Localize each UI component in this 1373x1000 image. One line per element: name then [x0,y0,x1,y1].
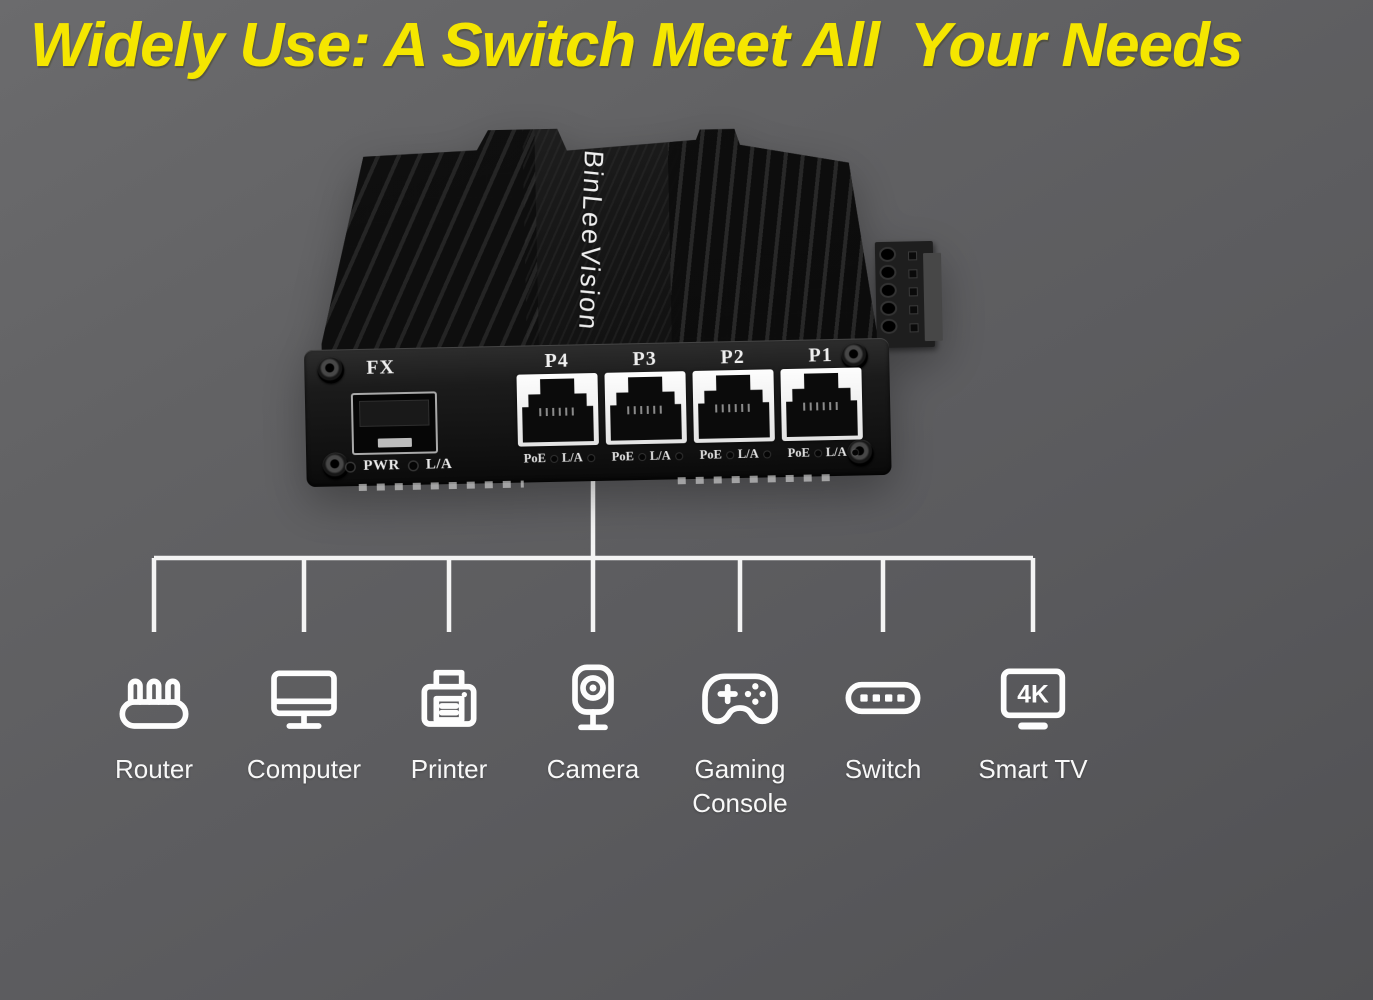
rj45-pins [627,406,664,415]
device-label: Router [114,754,194,784]
poe-led [726,451,733,458]
port-indicators: PoE L/A [612,448,682,464]
rj45-bezel [516,372,599,447]
la-led [587,454,594,461]
terminal-holes [880,248,896,332]
la-label: L/A [425,456,453,473]
device-label: Printer [410,754,488,784]
camera-icon [553,658,633,738]
terminal-pins [908,252,918,332]
device-item-smart-tv: 4K Smart TV [948,658,1118,787]
port-label: P3 [632,347,658,371]
pwr-label: PWR [363,457,401,474]
router-icon [114,658,194,738]
la-label: L/A [825,444,847,460]
rj45-bezel [692,369,775,443]
device-item-printer: Printer [364,658,534,787]
rj45-bezel [604,371,687,445]
rj45-ports-row: P4 PoE L/A P3 [516,343,863,466]
computer-icon [264,658,344,738]
sfp-latch [377,437,412,448]
gamepad-icon [700,658,780,738]
rj45-bezel [780,367,863,442]
la-led [675,452,682,459]
rj45-pins [803,402,840,411]
device-label: Gaming Console [692,754,788,818]
device-label: Computer [246,754,362,784]
switch-heatsink: BinLeeVision [303,120,885,360]
screw [317,356,345,384]
terminal-pin [908,252,917,260]
device-item-gaming-console: Gaming Console [655,658,825,821]
switch-icon [843,658,923,738]
poe-label: PoE [523,451,547,466]
brand-text: BinLeeVision [573,148,609,333]
port-label: P1 [808,344,833,367]
device-label: Switch [844,754,922,784]
rj45-jack [698,374,770,438]
device-item-computer: Computer [219,658,389,787]
device-item-switch: Switch [798,658,968,787]
fx-port-label: FX [366,356,396,379]
poe-label: PoE [787,445,811,461]
pwr-led [346,462,355,471]
rj45-jack [786,373,858,437]
sfp-fiber-port [350,391,439,456]
la-label: L/A [737,446,759,462]
tv-4k-badge: 4K [1017,682,1049,709]
device-item-camera: Camera [508,658,678,787]
la-label: L/A [649,448,671,463]
heatsink-fins-left [303,127,539,360]
terminal-hole [881,266,895,279]
rj45-jack [610,376,682,440]
terminal-pin [909,288,917,296]
la-label: L/A [561,450,583,465]
terminal-hole [882,302,896,314]
device-item-router: Router [69,658,239,787]
terminal-hole [882,320,896,332]
device-label: Smart TV [978,754,1088,784]
device-label: Camera [546,754,640,784]
terminal-pin [910,306,918,314]
rj45-pins [539,407,576,416]
terminal-pin [910,324,918,332]
poe-led [638,453,645,460]
port-label: P4 [544,349,570,373]
rj45-port-p1: P1 PoE L/A [780,343,863,461]
smart-tv-icon: 4K [993,658,1073,738]
port-label: P2 [720,345,745,369]
terminal-hole [881,284,895,297]
la-led [408,461,417,470]
rj45-pins [715,404,752,413]
port-indicators: PoE L/A [787,444,858,461]
status-led-row: PWR L/A [346,456,453,475]
power-terminal-block [874,240,943,349]
poe-switch-device: BinLeeVision FX PWR [299,120,943,491]
rj45-port-p3: P3 PoE L/A [604,347,687,465]
printer-icon [409,658,489,738]
rj45-jack [522,378,594,442]
switch-front-panel: FX PWR L/A P4 PoE L/A [303,337,892,488]
poe-led [814,449,821,456]
poe-label: PoE [699,447,723,462]
poe-label: PoE [611,449,635,464]
terminal-hole [880,248,895,261]
poe-led [550,455,557,462]
port-indicators: PoE L/A [524,450,594,466]
port-indicators: PoE L/A [699,446,770,462]
rj45-port-p4: P4 PoE L/A [516,349,599,467]
terminal-pin [909,270,917,278]
din-rail-plate [923,252,943,342]
rj45-port-p2: P2 PoE L/A [692,345,775,463]
la-led [763,450,770,458]
la-led [851,449,858,456]
page-title: Widely Use: A Switch Meet All Your Needs [30,11,1244,80]
sfp-cage [358,399,430,427]
heatsink-fins-right [667,120,885,352]
